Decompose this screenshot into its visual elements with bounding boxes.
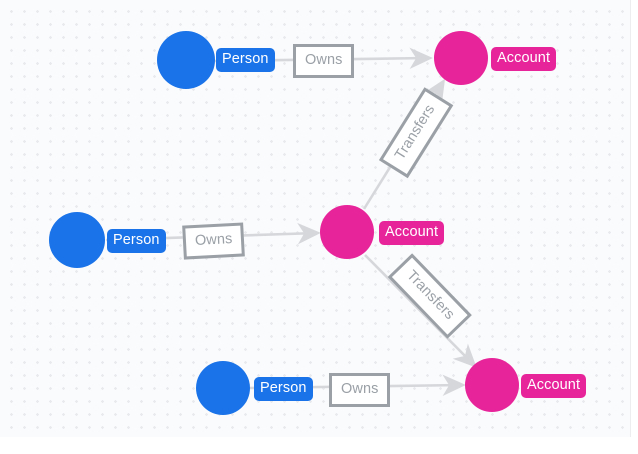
node-person-2[interactable] bbox=[49, 212, 105, 268]
node-account-3[interactable] bbox=[465, 358, 519, 412]
node-label-person-1[interactable]: Person bbox=[216, 48, 275, 72]
node-label-person-2[interactable]: Person bbox=[107, 229, 166, 253]
edge-label-owns-2[interactable]: Owns bbox=[182, 222, 246, 260]
node-person-1[interactable] bbox=[157, 31, 215, 89]
node-label-person-3[interactable]: Person bbox=[254, 377, 313, 401]
horizontal-scrollbar[interactable] bbox=[0, 437, 638, 454]
edge-label-owns-1[interactable]: Owns bbox=[293, 44, 355, 78]
node-label-account-2[interactable]: Account bbox=[379, 221, 445, 245]
edge-label-owns-3[interactable]: Owns bbox=[329, 373, 391, 407]
vertical-scrollbar[interactable] bbox=[630, 0, 638, 454]
node-account-2[interactable] bbox=[320, 205, 374, 259]
node-account-1[interactable] bbox=[434, 31, 488, 85]
node-label-account-3[interactable]: Account bbox=[521, 374, 587, 398]
node-label-account-1[interactable]: Account bbox=[491, 47, 557, 71]
node-person-3[interactable] bbox=[196, 361, 250, 415]
